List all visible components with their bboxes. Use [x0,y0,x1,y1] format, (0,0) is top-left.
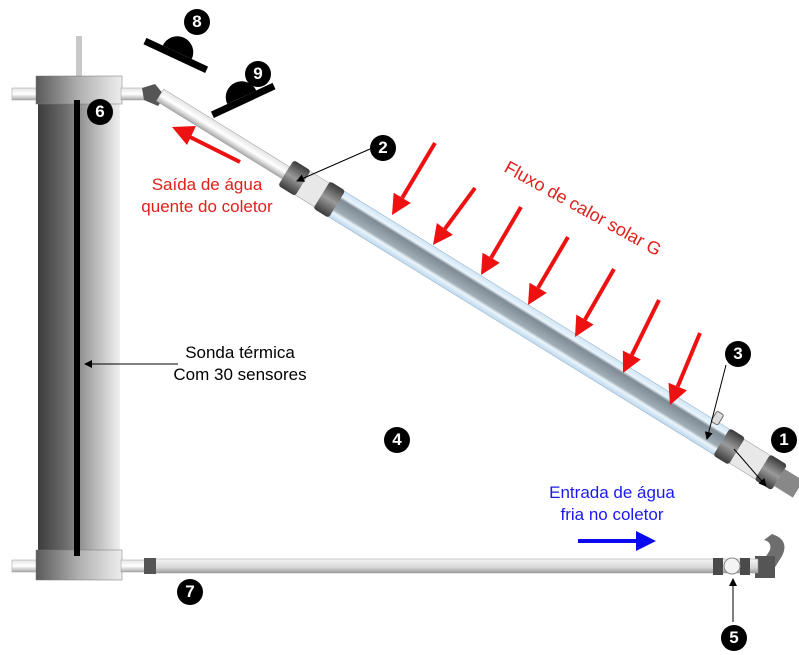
cold-inlet-label-line-1: Entrada de água [549,483,675,502]
cold-inlet-flow-arrow [578,531,656,551]
marker-6: 6 [87,99,113,125]
valve-fitting-left [713,558,723,575]
leader-arrow-3 [704,364,727,440]
heat-flux-arrow [528,235,570,305]
hot-return-pipe [120,84,290,180]
pyranometer-9 [210,81,276,118]
heat-flux-arrow [622,299,661,373]
valve-fitting-right [740,558,750,575]
thermal-probe-rod [74,100,80,556]
leader-arrow-2 [296,148,371,182]
cold-inlet-label-line-2: fria no coletor [560,505,664,524]
hot-outlet-label-line-2: quente do coletor [141,197,273,216]
cold-feed-pipe [120,534,785,578]
pyranometer-8 [143,36,209,73]
leader-arrows [84,148,767,622]
heat-flux-arrow [481,205,523,275]
storage-tank [11,36,123,581]
marker-2: 2 [370,135,396,161]
heat-flux-arrow [392,141,437,215]
collector-tube [279,161,799,498]
heat-flux-arrow [575,268,616,337]
fitting-lower-a [714,429,745,464]
marker-9: 9 [245,61,271,87]
sensor-clip-3 [711,411,724,426]
valve-5 [723,557,741,575]
hot-outlet-flow-arrow [172,126,241,164]
marker-5: 5 [721,625,747,651]
tank-top-side-pipe-left [11,87,39,101]
fitting-upper-a [279,161,310,195]
probe-label-line-1: Sonda térmica [185,343,295,362]
heat-flux-arrow [433,186,477,245]
hot-outlet-label-line-1: Saída de água [151,175,263,194]
cold-pipe-segment [147,558,759,574]
bottom-elbow-joint [755,556,775,578]
collector-outlet-nozzle [774,469,799,498]
hot-outlet-label: Saída de água quente do coletor [124,174,290,218]
heat-flux-label: Fluxo de calor solar G [501,157,665,260]
marker-1: 1 [771,427,797,453]
fitting-upper-b [314,182,345,217]
marker-7: 7 [177,579,203,605]
tank-bottom-side-pipe-left [11,559,39,573]
tank-top-cap [35,75,123,105]
collector-glass-envelope [313,181,739,461]
solar-flux-arrows [392,141,702,405]
cold-inlet-label: Entrada de água fria no coletor [532,482,692,526]
leader-arrow-1 [733,448,767,487]
hot-pipe-segment [155,88,290,180]
probe-label: Sonda térmica Com 30 sensores [160,342,320,386]
probe-label-line-2: Com 30 sensores [173,365,307,384]
tank-bottom-inlet-fitting [144,558,156,574]
heat-flux-arrow [668,332,702,405]
marker-8: 8 [184,9,210,35]
marker-4: 4 [384,427,410,453]
marker-3: 3 [725,341,751,367]
